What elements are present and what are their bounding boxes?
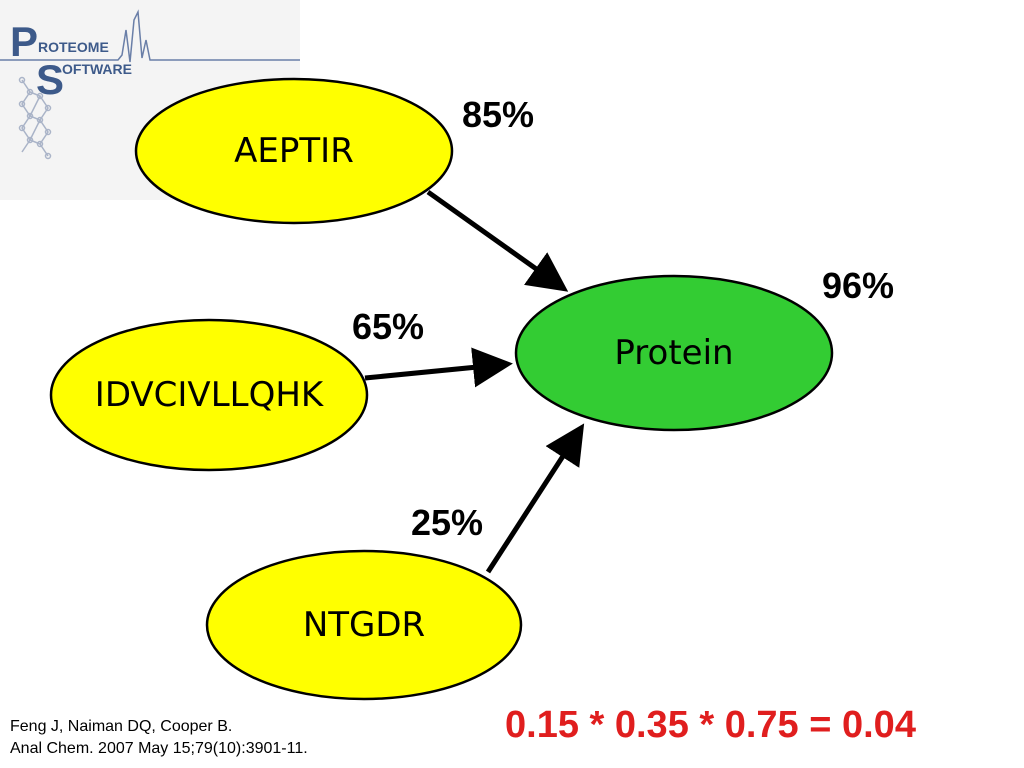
label-ntgdr: NTGDR (302, 605, 426, 645)
arrow-aeptir-to-protein (426, 189, 569, 292)
logo-letter-s: S (36, 56, 64, 103)
citation-line-2: Anal Chem. 2007 May 15;79(10):3901-11. (10, 740, 308, 757)
label-idvcivllqhk: IDVCIVLLQHK (94, 375, 324, 415)
arrow-idvcivllqhk-to-protein (364, 347, 513, 388)
pct-idvcivllqhk: 65% (352, 306, 425, 347)
probability-formula: 0.15 * 0.35 * 0.75 = 0.04 (505, 704, 916, 746)
logo-letter-p: P (10, 18, 38, 65)
logo-text-bottom: OFTWARE (62, 61, 132, 77)
pct-ntgdr: 25% (411, 502, 484, 543)
citation-line-1: Feng J, Naiman DQ, Cooper B. (10, 718, 233, 735)
pct-aeptir: 85% (462, 94, 535, 135)
logo-text-top: ROTEOME (38, 39, 109, 55)
node-aeptir (134, 77, 454, 225)
node-idvcivllqhk (49, 318, 369, 472)
pct-protein: 96% (822, 265, 895, 306)
label-protein: Protein (614, 333, 734, 373)
molecule-icon (18, 76, 52, 160)
label-aeptir: AEPTIR (234, 131, 354, 171)
node-protein (514, 274, 834, 432)
node-ntgdr (205, 549, 523, 701)
logo-graphic: P ROTEOME S OFTWARE (0, 9, 300, 160)
citation: Feng J, Naiman DQ, Cooper B. Anal Chem. … (10, 716, 308, 760)
arrow-ntgdr-to-protein (485, 423, 585, 574)
